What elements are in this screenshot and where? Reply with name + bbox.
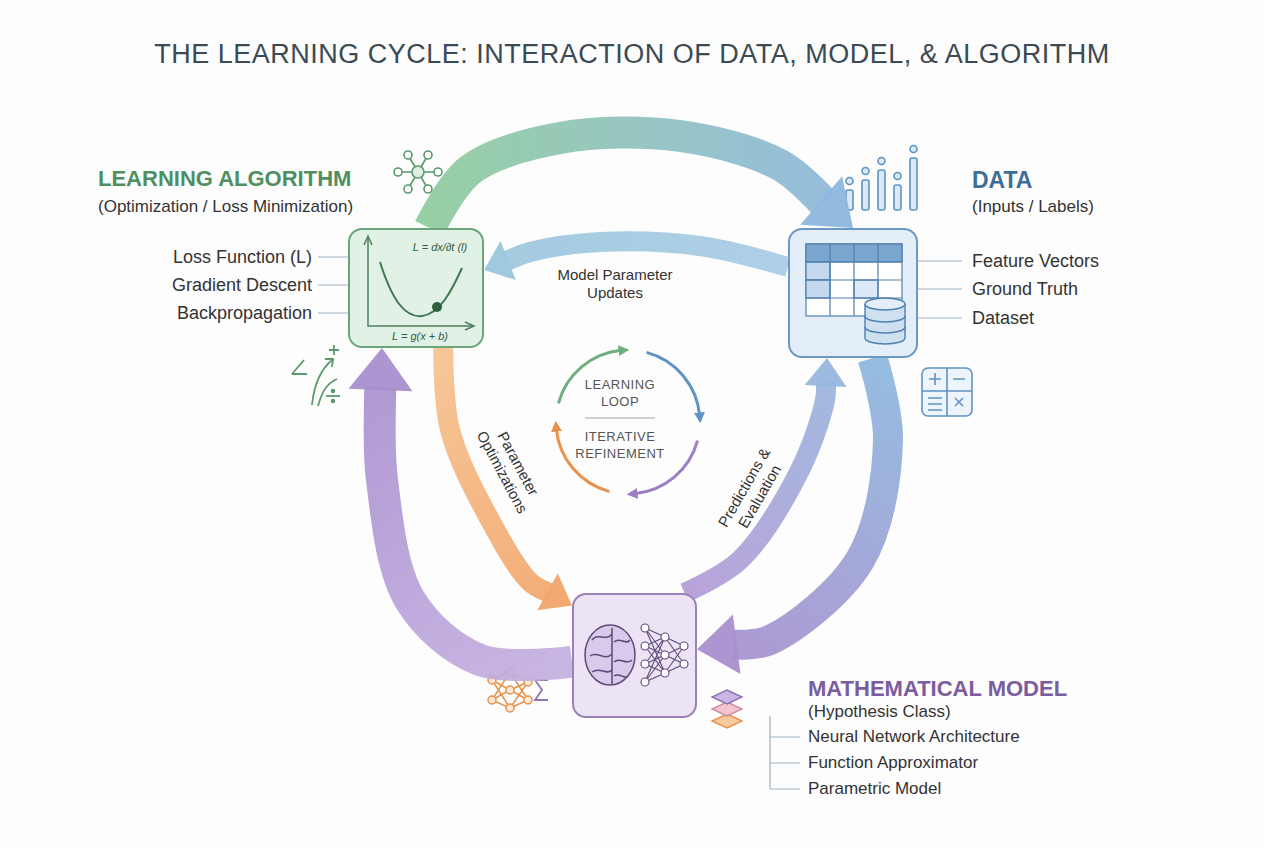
network-icon	[506, 704, 514, 712]
flow-arrow	[484, 241, 788, 280]
calculator-icon	[922, 368, 972, 416]
list-item: Gradient Descent	[100, 274, 312, 296]
list-item: Neural Network Architecture	[808, 727, 1108, 747]
flow-arrow	[697, 358, 888, 674]
bar-chart-icon	[878, 158, 885, 165]
flow-arrow	[443, 348, 572, 610]
loop-arrows	[558, 350, 621, 403]
node-subtitle: (Inputs / Labels)	[972, 197, 1094, 217]
network-icon	[506, 686, 514, 694]
leader-lines	[318, 257, 348, 313]
loop-divider	[585, 418, 655, 419]
network-icon	[404, 185, 412, 193]
sigma-symbol	[535, 680, 548, 700]
node-heading: DATA	[972, 166, 1032, 194]
network-icon	[434, 168, 442, 176]
network-icon	[524, 696, 532, 704]
arrow-shaft	[734, 358, 888, 645]
calculator-icon	[929, 373, 965, 385]
bar-chart-icon	[910, 146, 917, 153]
arrow-head	[484, 241, 516, 280]
network-icon	[394, 151, 442, 193]
math-symbols-icon	[318, 379, 337, 406]
network-icon	[424, 185, 432, 193]
network-icon	[488, 696, 496, 704]
list-item: Loss Function (L)	[100, 246, 312, 268]
math-symbols-icon	[292, 345, 340, 406]
layers-icon	[712, 690, 742, 704]
calculator-icon	[922, 368, 972, 416]
bar-chart-icon	[894, 173, 901, 180]
bar-chart-icon	[910, 158, 917, 210]
leader-lines	[918, 261, 962, 318]
list-item: Parametric Model	[808, 779, 1108, 799]
math-symbols-icon	[332, 390, 335, 393]
diagram-title: THE LEARNING CYCLE: INTERACTION OF DATA,…	[0, 38, 1264, 70]
math-symbols-icon	[332, 400, 335, 403]
arrow-head	[537, 574, 572, 611]
edge-label: Model Parameter Updates	[550, 266, 680, 302]
arrow-head	[697, 614, 740, 674]
list-item: Function Approximator	[808, 753, 1108, 773]
node-subtitle: (Hypothesis Class)	[808, 702, 951, 722]
math-symbols-icon	[292, 360, 307, 374]
calculator-icon	[922, 368, 972, 416]
loop-arrows	[634, 441, 697, 494]
network-icon	[424, 151, 432, 159]
flow-arrow	[685, 358, 847, 593]
data-box: DATA(Inputs / Labels)	[788, 228, 918, 358]
arrow-shaft	[505, 241, 788, 267]
math-symbols-icon	[326, 395, 340, 397]
calculator-icon	[955, 398, 963, 406]
arrow-head	[800, 176, 853, 228]
bar-chart-icon	[894, 185, 901, 210]
math-symbols-icon	[312, 359, 333, 405]
node-heading: MATHEMATICAL MODEL	[808, 676, 1067, 702]
network-icon	[394, 168, 402, 176]
list-item: Backpropagation	[100, 302, 312, 324]
bar-chart-icon	[878, 170, 885, 210]
leader-lines	[770, 716, 800, 789]
arrow-shaft	[443, 348, 550, 593]
model-box: MATHEMATICAL MODEL(Hypothesis Class)	[572, 593, 697, 718]
algorithm-box: LEARNING ALGORITHM(Optimization / Loss M…	[348, 228, 484, 348]
node-heading: LEARNING ALGORITHM	[98, 166, 351, 192]
bar-chart-icon	[846, 178, 853, 185]
node-subtitle: (Optimization / Loss Minimization)	[98, 197, 353, 217]
arrow-head	[348, 348, 412, 391]
bar-chart-icon	[862, 168, 869, 175]
list-item: Feature Vectors	[972, 250, 1192, 272]
loop-caption: LEARNING LOOP	[570, 376, 670, 410]
bar-chart-icon	[862, 180, 869, 210]
arrow-shaft	[380, 387, 572, 665]
network-icon	[412, 166, 424, 178]
network-icon	[398, 155, 438, 189]
layers-icon	[712, 690, 742, 728]
list-item: Dataset	[972, 307, 1192, 329]
arrow-shaft	[685, 383, 826, 593]
arrow-shaft	[430, 133, 824, 228]
math-symbols-icon	[329, 345, 339, 355]
loop-arrows	[647, 352, 700, 415]
flow-arrow	[348, 348, 572, 665]
calculator-icon	[928, 398, 942, 410]
loop-caption: ITERATIVE REFINEMENT	[560, 428, 680, 462]
list-item: Ground Truth	[972, 278, 1192, 300]
flow-arrow	[430, 133, 853, 228]
bar-chart-icon	[846, 146, 917, 211]
arrow-head	[805, 358, 847, 387]
loop-arrows	[556, 350, 699, 493]
network-icon	[404, 151, 412, 159]
loop-arrows	[556, 428, 609, 491]
